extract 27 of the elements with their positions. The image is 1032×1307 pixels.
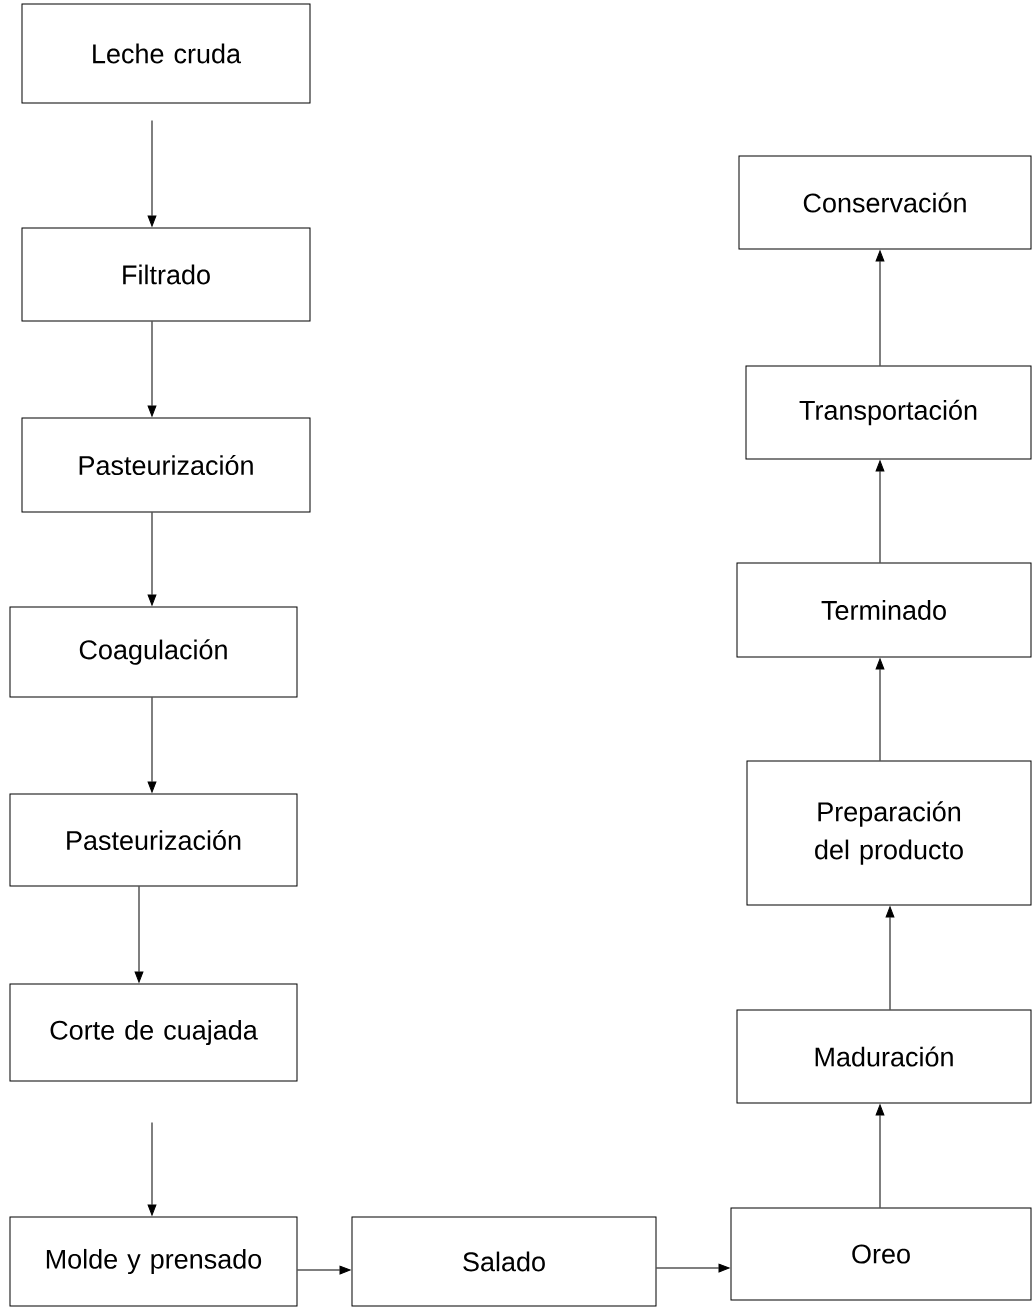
arrow — [875, 250, 885, 366]
process-box: Corte de cuajada — [9, 983, 298, 1082]
process-box: Terminado — [736, 562, 1032, 658]
process-box: Filtrado — [21, 227, 311, 322]
process-box: Salado — [351, 1216, 657, 1307]
process-box: Leche cruda — [21, 3, 311, 104]
arrow — [875, 1104, 885, 1208]
arrow — [875, 658, 885, 761]
arrow — [147, 1122, 157, 1216]
arrow — [147, 697, 157, 793]
arrow — [297, 1265, 351, 1275]
arrow — [147, 512, 157, 606]
arrow — [656, 1263, 730, 1273]
arrow — [134, 886, 144, 983]
arrow — [875, 460, 885, 563]
process-box: Preparación del producto — [746, 760, 1032, 906]
process-box: Conservación — [738, 155, 1032, 250]
process-box: Oreo — [730, 1207, 1032, 1301]
process-box: Maduración — [736, 1009, 1032, 1104]
process-box: Pasteurización — [21, 417, 311, 513]
process-box: Pasteurización — [9, 793, 298, 887]
arrow — [147, 120, 157, 227]
arrow — [885, 906, 895, 1010]
process-box: Transportación — [745, 365, 1032, 460]
process-box: Coagulación — [9, 606, 298, 698]
arrow — [147, 321, 157, 417]
process-box: Molde y prensado — [9, 1216, 298, 1307]
